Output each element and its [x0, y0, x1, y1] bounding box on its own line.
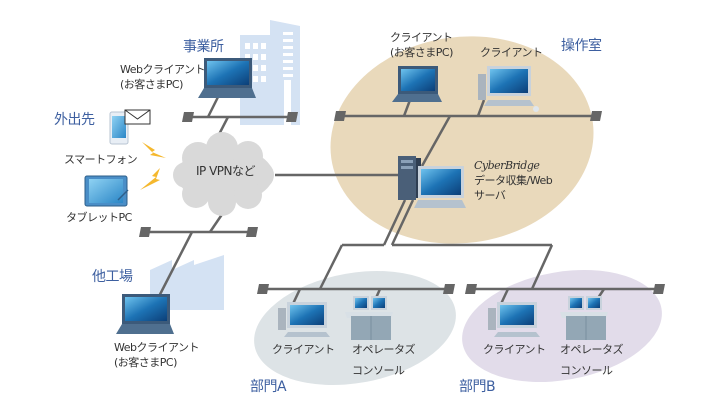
dept-b-zone [462, 270, 662, 382]
smartphone-label: スマートフォン [64, 153, 138, 166]
dept-a-client-label: クライアント [272, 343, 335, 356]
factory-client-label: Webクライアント (お客さまPC) [114, 340, 200, 370]
bus-terminators [139, 111, 665, 294]
desktop-icon-op-room [478, 66, 539, 112]
factory-client-label-line1: Webクライアント [114, 341, 200, 354]
cloud-icon [173, 132, 274, 216]
op-laptop-client-label: クライアント (お客さまPC) [390, 30, 453, 60]
server-label: CyberBridge データ収集/Web サーバ [474, 158, 553, 203]
site-label-outside: 外出先 [54, 112, 95, 128]
desktop-icon-dept-b [488, 302, 540, 337]
server-label-line2: サーバ [474, 189, 506, 202]
office-client-label-line1: Webクライアント [120, 63, 206, 76]
office-client-label-line2: (お客さまPC) [120, 78, 183, 91]
dept-a-console-label-line1: オペレータズ [352, 343, 416, 356]
server-label-line1: データ収集/Web [474, 174, 553, 187]
mail-icon [124, 109, 151, 125]
office-client-label: Webクライアント (お客さまPC) [120, 62, 206, 92]
site-label-dept-a: 部門A [250, 379, 287, 395]
laptop-icon-office [198, 58, 256, 98]
lightning-icon [140, 142, 166, 190]
dept-b-console-label-line1: オペレータズ [560, 343, 624, 356]
tablet-icon [84, 175, 129, 207]
server-brand: CyberBridge [474, 159, 540, 172]
console-icon-dept-a [345, 296, 393, 340]
dept-a-console-label-line2: コンソール [352, 364, 405, 377]
operation-room-zone [330, 36, 594, 244]
laptop-icon-op-room [392, 66, 442, 102]
tablet-label: タブレットPC [66, 211, 132, 224]
op-desktop-client-label: クライアント [480, 46, 543, 59]
dept-a-console-label: オペレータズ コンソール [352, 342, 416, 378]
factory-client-label-line2: (お客さまPC) [114, 356, 177, 369]
laptop-icon-factory [116, 294, 174, 334]
site-label-other-factory: 他工場 [92, 269, 133, 285]
desktop-icon-dept-a [278, 302, 330, 337]
network-lines [145, 96, 660, 311]
dept-b-console-label-line2: コンソール [560, 364, 613, 377]
op-laptop-client-label-line2: (お客さまPC) [390, 46, 453, 59]
dept-b-console-label: オペレータズ コンソール [560, 342, 624, 378]
site-label-office: 事業所 [183, 39, 224, 55]
smartphone-icon [109, 111, 129, 145]
site-label-dept-b: 部門B [459, 379, 496, 395]
site-label-operation-room: 操作室 [561, 38, 602, 54]
op-laptop-client-label-line1: クライアント [390, 31, 453, 44]
server-icon [398, 156, 466, 208]
console-icon-dept-b [560, 296, 608, 340]
dept-b-client-label: クライアント [483, 343, 546, 356]
cloud-label: IP VPNなど [196, 164, 256, 178]
